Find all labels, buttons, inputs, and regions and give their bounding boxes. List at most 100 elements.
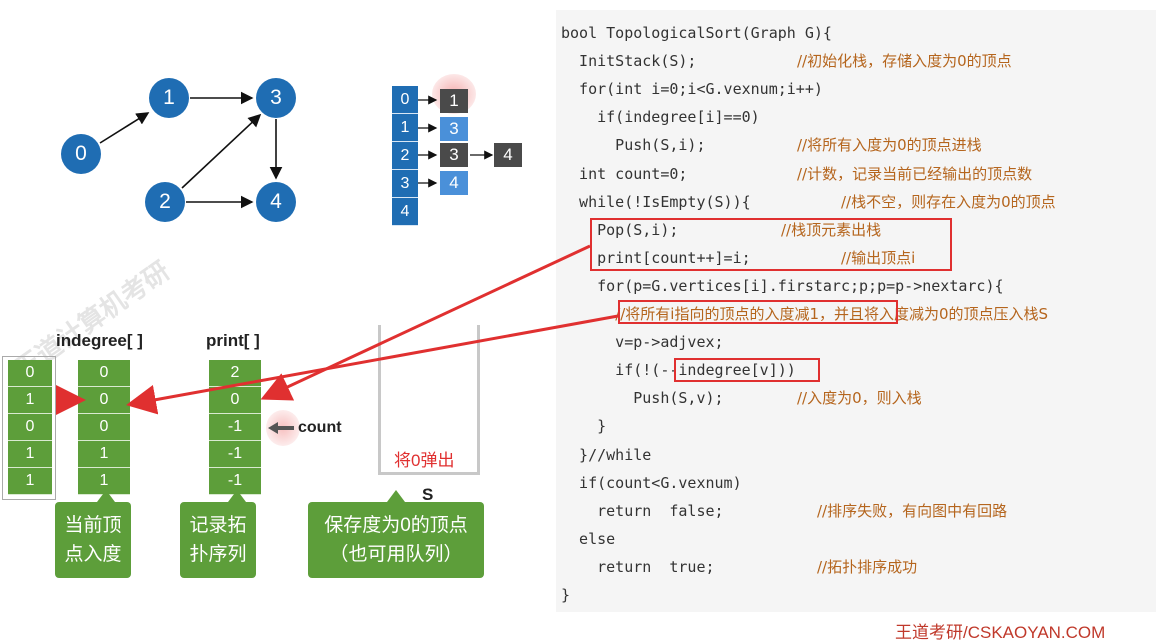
- adj-index-3: 3: [392, 170, 418, 198]
- code-line: else: [561, 526, 615, 552]
- code-line: }: [561, 413, 606, 439]
- adj-index-2: 2: [392, 142, 418, 170]
- code-text: for(p=G.vertices[i].firstarc;p;p=p->next…: [561, 276, 1004, 295]
- adj-node-2-3: 3: [440, 143, 468, 167]
- count-arrow: [268, 422, 294, 434]
- array-cell: 0: [8, 360, 52, 387]
- code-text: if(!(--indegree[v])): [561, 361, 796, 380]
- code-line: bool TopologicalSort(Graph G){: [561, 20, 832, 46]
- code-line: v=p->adjvex;: [561, 329, 724, 355]
- indegree-original-array: 0 1 0 1 1: [8, 360, 52, 495]
- edge-0-1: [99, 112, 150, 144]
- array-cell: 0: [209, 387, 261, 414]
- code-line: int count=0; //计数，记录当前已经输出的顶点数: [561, 161, 1032, 187]
- code-comment: //拓扑排序成功: [817, 557, 918, 576]
- code-line: for(p=G.vertices[i].firstarc;p;p=p->next…: [561, 273, 1004, 299]
- code-line: if(!(--indegree[v])): [561, 357, 796, 383]
- highlight-indegree-dec: [674, 358, 820, 382]
- array-cell: 1: [78, 441, 130, 468]
- adj-index-4: 4: [392, 198, 418, 226]
- adj-node-2-4: 4: [494, 143, 522, 167]
- code-text: }: [561, 586, 571, 604]
- code-line: }: [561, 582, 570, 608]
- array-cell: -1: [209, 414, 261, 441]
- code-line: for(int i=0;i<G.vexnum;i++): [561, 76, 823, 102]
- code-comment: //栈不空，则存在入度为0的顶点: [841, 192, 1056, 211]
- array-cell: 1: [78, 468, 130, 495]
- code-comment: //输出顶点i: [841, 248, 916, 267]
- code-text: return true;: [561, 557, 715, 576]
- array-cell: 0: [78, 360, 130, 387]
- code-line: Pop(S,i); //栈顶元素出栈: [561, 217, 881, 243]
- indegree-label: indegree[ ]: [56, 331, 143, 350]
- print-label: print[ ]: [206, 331, 260, 350]
- code-text: v=p->adjvex;: [561, 333, 724, 352]
- stack-label: S: [422, 485, 434, 504]
- code-line: Push(S,v); //入度为0，则入栈: [561, 385, 921, 411]
- adj-node-0-1: 1: [440, 89, 468, 113]
- code-text: while(!IsEmpty(S)){: [561, 192, 751, 211]
- graph-node-1: 1: [149, 78, 189, 118]
- code-text: print[count++]=i;: [561, 248, 751, 267]
- array-cell: 1: [8, 441, 52, 468]
- code-comment: //初始化栈，存储入度为0的顶点: [797, 52, 1012, 71]
- array-cell: 1: [8, 468, 52, 495]
- code-line: while(!IsEmpty(S)){ //栈不空，则存在入度为0的顶点: [561, 189, 1056, 215]
- graph-node-0: 0: [61, 134, 101, 174]
- footer-brand: 王道考研/CSKAOYAN.COM: [895, 623, 1106, 642]
- code-text: else: [561, 529, 616, 548]
- highlight-pop-print: [590, 218, 952, 271]
- code-line: return true; //拓扑排序成功: [561, 554, 917, 580]
- count-label: count: [298, 419, 342, 436]
- indegree-array: 0 0 0 1 1: [78, 360, 130, 495]
- code-line: print[count++]=i; //输出顶点i: [561, 245, 915, 271]
- array-cell: 0: [78, 387, 130, 414]
- code-line: InitStack(S); //初始化栈，存储入度为0的顶点: [561, 48, 1012, 74]
- code-comment: //排序失败，有向图中有回路: [817, 501, 1008, 520]
- array-cell: 0: [8, 414, 52, 441]
- stack-pop-text: 将0弹出: [394, 451, 455, 470]
- code-comment: //将所有入度为0的顶点进栈: [797, 136, 982, 155]
- code-text: for(int i=0;i<G.vexnum;i++): [561, 80, 823, 99]
- code-line: Push(S,i);//将所有入度为0的顶点进栈: [561, 132, 981, 158]
- code-text: InitStack(S);: [561, 52, 697, 71]
- stack-container: [378, 325, 480, 475]
- code-comment: //计数，记录当前已经输出的顶点数: [797, 164, 1033, 183]
- code-text: Pop(S,i);: [561, 220, 679, 239]
- code-text: bool TopologicalSort(Graph G){: [561, 24, 832, 42]
- code-comment: //栈顶元素出栈: [781, 220, 882, 239]
- code-comment: //将所有i指向的顶点的入度减1，并且将入度减为0的顶点压入栈S: [615, 305, 1049, 323]
- graph-node-3: 3: [256, 78, 296, 118]
- code-line: if(count<G.vexnum): [561, 470, 742, 496]
- adj-node-1-3: 3: [440, 117, 468, 141]
- graph-edges: [99, 91, 283, 209]
- graph-node-2: 2: [145, 182, 185, 222]
- code-text: if(indegree[i]==0): [561, 108, 760, 127]
- graph-node-4: 4: [256, 182, 296, 222]
- code-line: //将所有i指向的顶点的入度减1，并且将入度减为0的顶点压入栈S: [561, 301, 1048, 327]
- code-text: int count=0;: [561, 164, 688, 183]
- caption-pointers: [97, 490, 405, 502]
- code-line: if(indegree[i]==0): [561, 104, 760, 130]
- indegree-caption: 当前顶点入度: [55, 502, 131, 578]
- adj-node-3-4: 4: [440, 171, 468, 195]
- array-cell: -1: [209, 441, 261, 468]
- highlight-comment: [618, 300, 898, 324]
- array-cell: 1: [8, 387, 52, 414]
- array-cell: 0: [78, 414, 130, 441]
- edge-2-3: [181, 113, 262, 189]
- code-text: return false;: [561, 501, 724, 520]
- indegree-original-frame: [2, 356, 56, 500]
- adj-index-0: 0: [392, 86, 418, 114]
- code-line: }//while: [561, 442, 651, 468]
- code-panel: bool TopologicalSort(Graph G){ InitStack…: [556, 10, 1156, 612]
- adj-index-1: 1: [392, 114, 418, 142]
- stack-caption: 保存度为0的顶点（也可用队列）: [308, 502, 484, 578]
- print-caption: 记录拓扑序列: [180, 502, 256, 578]
- code-line: return false; //排序失败，有向图中有回路: [561, 498, 1007, 524]
- code-comment: //入度为0，则入栈: [797, 389, 922, 408]
- code-text: if(count<G.vexnum): [561, 473, 742, 492]
- code-text: Push(S,v);: [561, 389, 724, 408]
- code-text: }: [561, 417, 607, 436]
